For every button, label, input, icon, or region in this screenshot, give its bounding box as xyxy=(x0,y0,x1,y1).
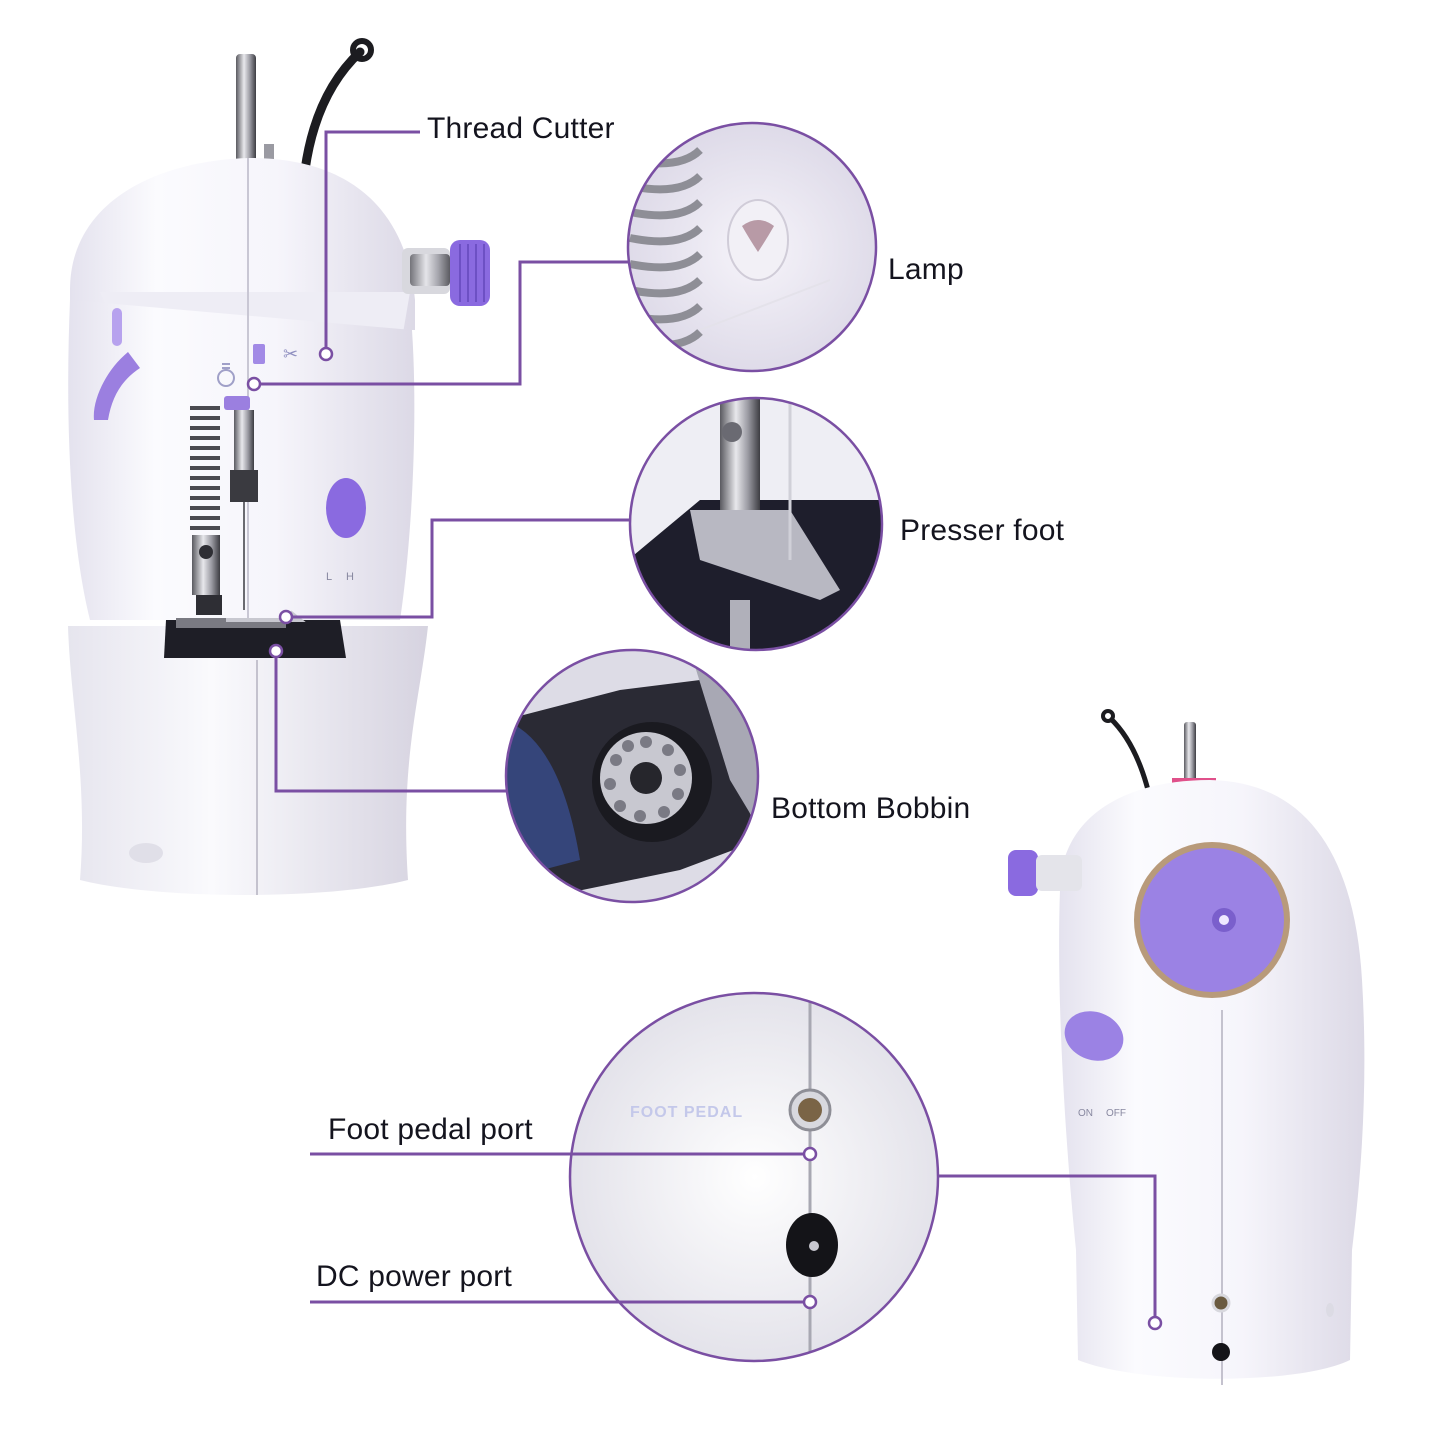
label-foot-pedal-port: Foot pedal port xyxy=(328,1113,533,1146)
label-thread-cutter: Thread Cutter xyxy=(427,112,615,145)
leader-endpoints xyxy=(246,346,1163,1331)
foot-pedal-marking: FOOT PEDAL xyxy=(630,1104,744,1121)
svg-text:✂: ✂ xyxy=(283,344,298,364)
label-dc-power-port: DC power port xyxy=(316,1260,513,1293)
lamp-zoom-image xyxy=(628,123,876,371)
label-lamp: Lamp xyxy=(888,253,964,286)
left-machine-front-view: ✂ xyxy=(68,38,490,895)
svg-text:L: L xyxy=(326,571,332,583)
svg-text:H: H xyxy=(346,571,354,583)
label-bottom-bobbin: Bottom Bobbin xyxy=(771,792,971,825)
presser-foot-zoom-image xyxy=(630,398,882,650)
right-machine-side-view: ON OFF xyxy=(1008,709,1365,1385)
ports-zoom-image xyxy=(570,993,938,1361)
leader-lines xyxy=(254,130,1157,1321)
label-presser-foot: Presser foot xyxy=(900,514,1065,547)
svg-text:ON: ON xyxy=(1078,1108,1093,1119)
svg-text:OFF: OFF xyxy=(1106,1108,1126,1119)
